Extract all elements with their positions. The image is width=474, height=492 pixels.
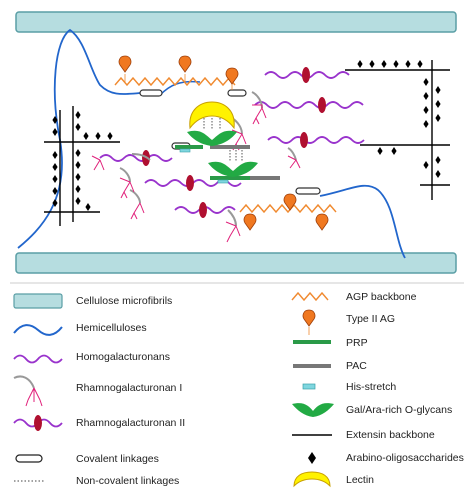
legend-label-his-stretch: His-stretch bbox=[346, 381, 397, 393]
extensin-network-right bbox=[345, 60, 450, 200]
prp-segment bbox=[175, 145, 203, 149]
hemicellulose-icon bbox=[13, 324, 63, 336]
legend-label-prp: PRP bbox=[346, 337, 368, 349]
rhamnogalacturonan-2 bbox=[300, 132, 308, 148]
his-stretch-icon bbox=[302, 383, 316, 390]
pac-segment bbox=[210, 145, 250, 149]
legend-label-rhamnogalacturonan-2: Rhamnogalacturonan II bbox=[76, 417, 186, 429]
agp-backbone-icon bbox=[291, 291, 329, 302]
o-glycan-cluster bbox=[187, 130, 237, 146]
legend-label-hemicelluloses: Hemicelluloses bbox=[76, 322, 147, 334]
rhamnogalacturonan-2 bbox=[318, 97, 326, 113]
type-2-ag bbox=[283, 193, 297, 211]
prp-segment bbox=[210, 176, 250, 180]
rhamnogalacturonan-1-icon bbox=[13, 375, 43, 407]
his-stretch bbox=[217, 179, 229, 184]
legend-label-arabino-oligosaccharides: Arabino-oligosaccharides bbox=[346, 452, 464, 464]
type-2-ag bbox=[118, 55, 132, 73]
legend-label-rhamnogalacturonan-1: Rhamnogalacturonan I bbox=[76, 382, 183, 394]
covalent-linkage bbox=[295, 187, 321, 195]
cellulose-microfibril-bottom bbox=[15, 252, 457, 274]
extensin-network-left bbox=[44, 106, 120, 226]
rhamnogalacturonan-1-group bbox=[91, 91, 301, 243]
prp-icon bbox=[293, 340, 331, 344]
type-2-ag bbox=[315, 213, 329, 231]
type-2-ag bbox=[178, 55, 192, 73]
arabino-oligosaccharides-icon bbox=[308, 452, 316, 464]
homogalacturonan-icon bbox=[13, 354, 63, 364]
legend-label-cellulose: Cellulose microfibrils bbox=[76, 295, 173, 307]
hemicellulose-strand-right bbox=[319, 184, 406, 259]
covalent-linkage bbox=[139, 89, 163, 97]
rhamnogalacturonan-2-icon bbox=[13, 415, 63, 431]
rhamnogalacturonan-2 bbox=[199, 202, 207, 218]
cellulose-microfibril-top bbox=[15, 11, 457, 33]
o-glycans-icon bbox=[292, 403, 334, 417]
pac-segment bbox=[250, 176, 280, 180]
lectin-icon bbox=[293, 471, 331, 488]
type-2-ag bbox=[243, 213, 257, 231]
legend-label-agp-backbone: AGP backbone bbox=[346, 291, 417, 303]
lectin bbox=[189, 101, 235, 130]
legend-label-extensin-backbone: Extensin backbone bbox=[346, 429, 435, 441]
legend-label-non-covalent-linkages: Non-covalent linkages bbox=[76, 475, 180, 487]
covalent-linkage-icon bbox=[15, 454, 43, 463]
rhamnogalacturonan-2 bbox=[302, 67, 310, 83]
non-covalent-linkages bbox=[203, 118, 243, 162]
legend-label-o-glycans: Gal/Ara-rich O-glycans bbox=[346, 404, 453, 416]
hemicellulose-strand-small bbox=[159, 80, 201, 96]
legend-label-pac: PAC bbox=[346, 360, 367, 372]
o-glycan-cluster bbox=[208, 161, 258, 177]
arabino-oligosaccharides-right bbox=[357, 60, 441, 178]
covalent-linkage bbox=[227, 89, 247, 97]
legend-label-type-2-ag: Type II AG bbox=[346, 313, 396, 325]
legend-label-homogalacturonans: Homogalacturonans bbox=[76, 351, 170, 363]
rhamnogalacturonan-2 bbox=[186, 175, 194, 191]
agp-backbone bbox=[239, 203, 337, 214]
his-stretch bbox=[179, 148, 191, 153]
type-2-ag bbox=[225, 67, 239, 85]
cellulose-icon bbox=[13, 293, 63, 309]
agp-backbone bbox=[114, 76, 236, 87]
pac-icon bbox=[293, 364, 331, 368]
type-2-ag-icon bbox=[302, 309, 316, 335]
legend-label-lectin: Lectin bbox=[346, 474, 375, 486]
legend-label-covalent-linkages: Covalent linkages bbox=[76, 453, 159, 465]
